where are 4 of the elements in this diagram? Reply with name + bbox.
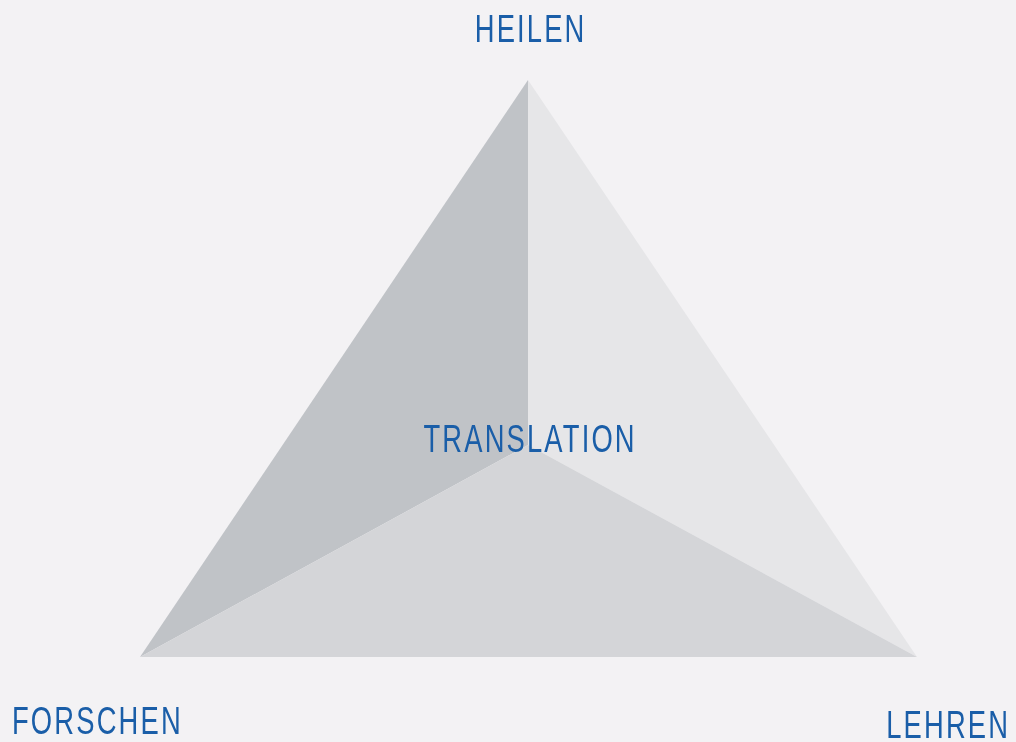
- corner-label: HEILEN: [474, 10, 587, 48]
- corner-label: FORSCHEN: [12, 702, 183, 740]
- corner-label: LEHREN: [886, 706, 1011, 742]
- center-label: TRANSLATION: [423, 420, 637, 458]
